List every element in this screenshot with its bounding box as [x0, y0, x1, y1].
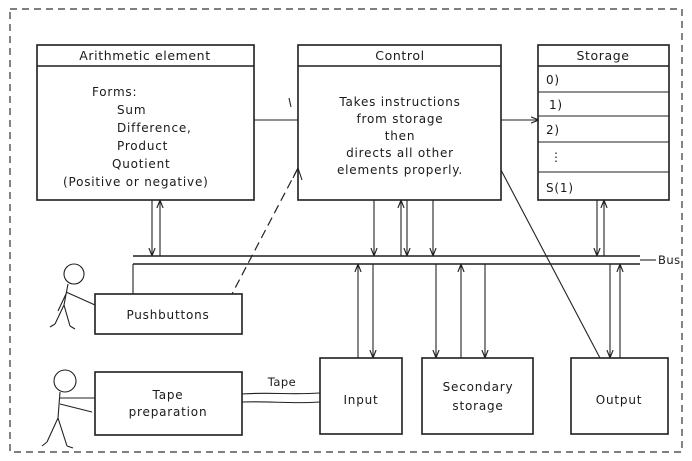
arithmetic-difference: Difference,	[117, 121, 192, 135]
tape-link	[242, 393, 320, 403]
operator-figure-bottom	[42, 370, 95, 448]
pushbuttons-box: Pushbuttons	[95, 294, 242, 334]
storage-box: Storage 0) 1) 2) ⋮ S(1)	[538, 45, 669, 200]
input-box: Input	[320, 358, 402, 434]
tape-preparation-box: Tape preparation	[95, 372, 242, 435]
control-title: Control	[375, 48, 424, 63]
secondary-storage-line-1: Secondary	[443, 380, 514, 394]
input-label: Input	[343, 393, 378, 407]
tape-preparation-line-2: preparation	[129, 405, 208, 419]
output-box: Output	[571, 358, 668, 434]
control-line-2: from storage	[357, 112, 444, 126]
control-box: Control Takes instructions from storage …	[298, 45, 501, 200]
bus: Bus	[133, 253, 681, 267]
arithmetic-element-box: Arithmetic element Forms: Sum Difference…	[37, 45, 254, 200]
storage-cell-0: 0)	[546, 73, 560, 87]
pushbuttons-label: Pushbuttons	[126, 308, 209, 322]
storage-title: Storage	[576, 48, 629, 63]
tick-mark	[289, 98, 291, 107]
control-line-1: Takes instructions	[338, 95, 460, 109]
arithmetic-forms-label: Forms:	[92, 85, 137, 99]
secondary-storage-line-2: storage	[452, 399, 503, 413]
bus-label: Bus	[658, 253, 681, 267]
arithmetic-product: Product	[117, 139, 168, 153]
tape-preparation-line-1: Tape	[152, 388, 184, 402]
storage-cell-ellipsis: ⋮	[550, 150, 563, 164]
storage-cell-1: 1)	[549, 98, 563, 112]
arithmetic-sign-note: (Positive or negative)	[63, 175, 209, 189]
control-line-4: directs all other	[346, 146, 454, 160]
storage-cell-last: S(1)	[546, 181, 574, 195]
storage-cell-2: 2)	[546, 123, 560, 137]
operator-figure-top	[50, 264, 95, 329]
secondary-storage-box: Secondary storage	[422, 358, 533, 434]
output-label: Output	[596, 393, 642, 407]
control-line-5: elements properly.	[337, 163, 463, 177]
arithmetic-quotient: Quotient	[112, 157, 171, 171]
arithmetic-element-title: Arithmetic element	[79, 48, 210, 63]
control-line-3: then	[385, 129, 416, 143]
tape-link-label: Tape	[267, 375, 297, 389]
arithmetic-sum: Sum	[117, 103, 146, 117]
